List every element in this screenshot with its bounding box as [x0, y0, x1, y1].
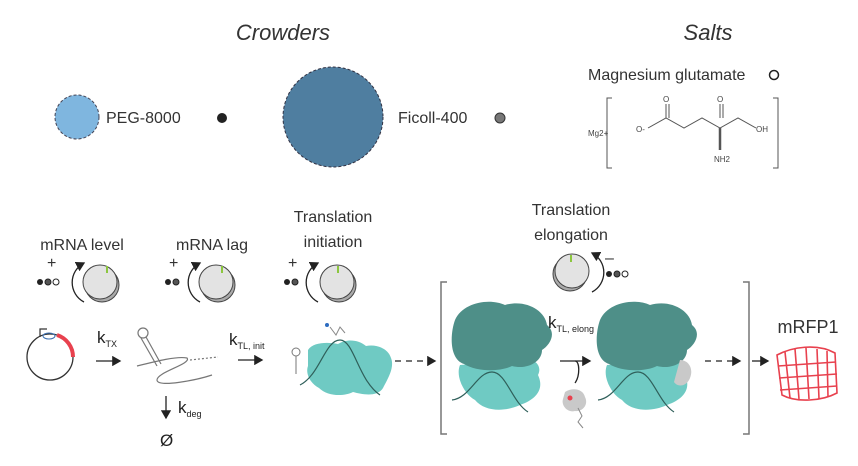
amine: NH2	[714, 155, 731, 164]
carbonyl-o-2: O	[717, 95, 723, 104]
salts-heading: Salts	[684, 20, 733, 45]
translation-elongation-label-1: Translation	[532, 202, 611, 219]
hydroxyl: OH	[756, 125, 768, 134]
plasmid-icon	[26, 328, 76, 381]
o-minus: O-	[636, 125, 645, 134]
mrna-level-label: mRNA level	[40, 237, 124, 254]
mrfp1-label: mRFP1	[777, 317, 838, 337]
mrfp1-protein-icon	[776, 346, 838, 401]
crowders-heading: Crowders	[236, 20, 330, 45]
peg-8000-molecule-icon	[54, 94, 100, 140]
degraded-null-symbol: Ø	[160, 431, 173, 450]
translation-initiation-label-1: Translation	[294, 209, 373, 226]
k-tx-rate: kTX	[97, 328, 117, 349]
ribosome-elongation-icon	[451, 301, 552, 413]
k-tl-elong-rate: kTL, elong	[548, 313, 594, 334]
knob-mrna-level-icon: +	[37, 255, 120, 303]
carbonyl-o-1: O	[663, 95, 669, 104]
knob-mrna-lag-icon: +	[165, 255, 236, 303]
ficoll-400-molecule-icon	[282, 66, 384, 168]
ficoll-marker-icon	[494, 112, 506, 124]
magnesium-glutamate-label: Magnesium glutamate	[588, 67, 746, 84]
plus-sign: +	[288, 255, 297, 272]
mrna-icon	[136, 327, 219, 384]
aminoacyl-trna-icon	[562, 389, 587, 429]
plus-sign: +	[47, 255, 56, 272]
peg-8000-label: PEG-8000	[106, 110, 181, 127]
mg-ion: Mg2+	[588, 129, 609, 138]
elongation-cycle-bracket	[440, 281, 750, 435]
initiating-ribosome-icon	[291, 323, 393, 396]
glutamate-structure	[606, 97, 779, 169]
minus-sign: –	[605, 250, 614, 267]
plus-sign: +	[169, 255, 178, 272]
mrna-lag-label: mRNA lag	[176, 237, 248, 254]
k-tl-init-rate: kTL, init	[229, 330, 265, 351]
translation-initiation-label-2: initiation	[304, 234, 363, 251]
ficoll-400-label: Ficoll-400	[398, 110, 467, 127]
knob-translation-elongation-icon: –	[552, 250, 629, 293]
mg-glutamate-marker-icon	[768, 69, 780, 81]
knob-translation-initiation-icon: +	[284, 255, 357, 303]
translation-elongation-label-2: elongation	[534, 227, 608, 244]
peg-marker-icon	[217, 113, 227, 123]
ribosome-translocated-icon	[596, 301, 697, 413]
trna-entry-arrow	[574, 360, 580, 384]
k-deg-rate: kdeg	[178, 398, 202, 419]
